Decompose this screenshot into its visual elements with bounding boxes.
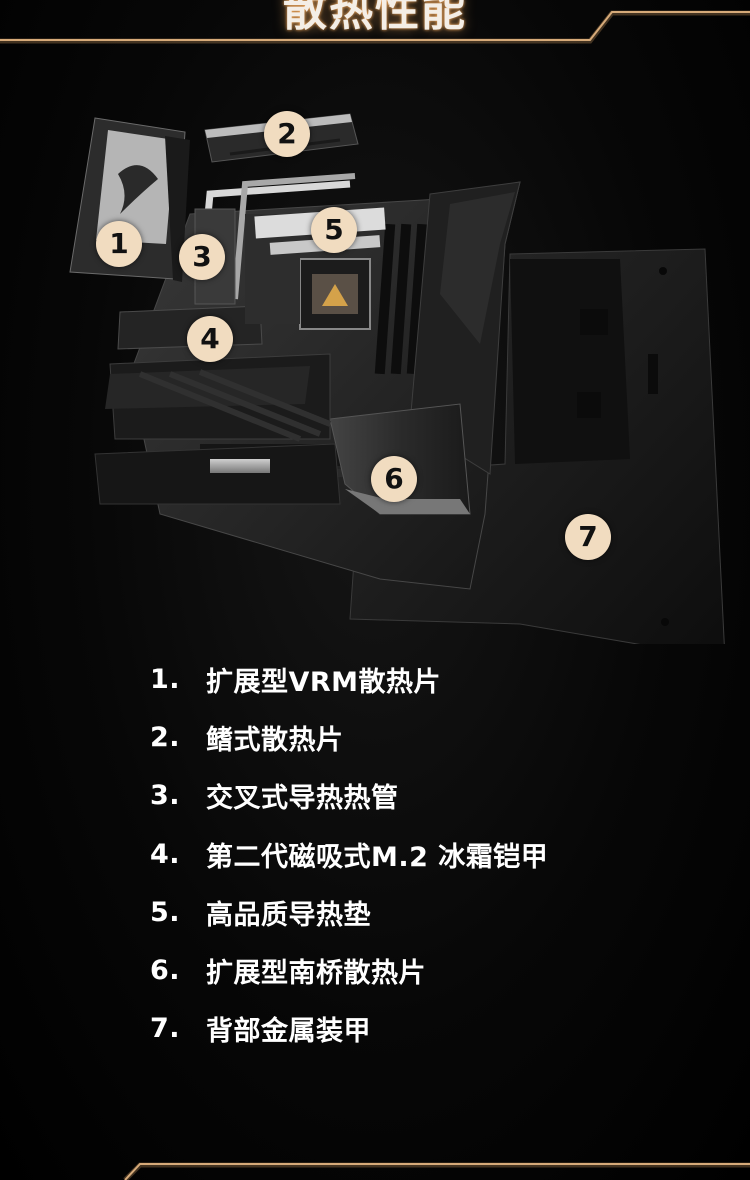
list-item-label: 扩展型南桥散热片: [206, 958, 426, 990]
list-item-label: 交叉式导热热管: [206, 783, 399, 815]
list-item-label: 高品质导热垫: [206, 899, 371, 931]
top-banner: 散热性能: [0, 0, 750, 44]
list-item-label: 扩展型VRM散热片: [206, 666, 442, 698]
badge-3-icon: 3: [179, 234, 225, 280]
badge-2-icon: 2: [264, 111, 310, 157]
list-item-label: 背部金属装甲: [206, 1016, 371, 1048]
list-item-number: 4.: [150, 838, 181, 870]
list-item-label: 鳍式散热片: [206, 724, 344, 756]
bottom-frame-line: [123, 1162, 750, 1180]
motherboard-exploded-view: 1 2 3 4 5 6 7: [0, 44, 750, 644]
badge-5-icon: 5: [311, 207, 357, 253]
m2-shield-shape: [94, 305, 341, 505]
list-item: 2. 鳍式散热片: [150, 708, 710, 766]
banner-frame-line: [0, 10, 750, 44]
list-item-number: 5.: [150, 896, 181, 928]
banner-title: 散热性能: [283, 0, 467, 36]
badge-4-icon: 4: [187, 316, 233, 362]
list-item: 1. 扩展型VRM散热片: [150, 650, 710, 708]
list-item-number: 1.: [150, 663, 181, 695]
badge-6-icon: 6: [371, 456, 417, 502]
feature-list: 1. 扩展型VRM散热片 2. 鳍式散热片 3. 交叉式导热热管 4. 第二代磁…: [150, 650, 710, 1058]
list-item-number: 6.: [150, 955, 181, 987]
list-item: 5. 高品质导热垫: [150, 883, 710, 941]
list-item-number: 3.: [150, 780, 181, 812]
list-item: 4. 第二代磁吸式M.2 冰霜铠甲: [150, 825, 710, 883]
badge-7-icon: 7: [565, 514, 611, 560]
list-item-number: 7.: [150, 1013, 181, 1045]
list-item: 7. 背部金属装甲: [150, 1000, 710, 1058]
list-item: 6. 扩展型南桥散热片: [150, 941, 710, 999]
list-item-label: 第二代磁吸式M.2 冰霜铠甲: [206, 841, 549, 873]
list-item-number: 2.: [150, 721, 181, 753]
badge-1-icon: 1: [96, 221, 142, 267]
list-item: 3. 交叉式导热热管: [150, 767, 710, 825]
motherboard-graphic: [69, 113, 725, 644]
